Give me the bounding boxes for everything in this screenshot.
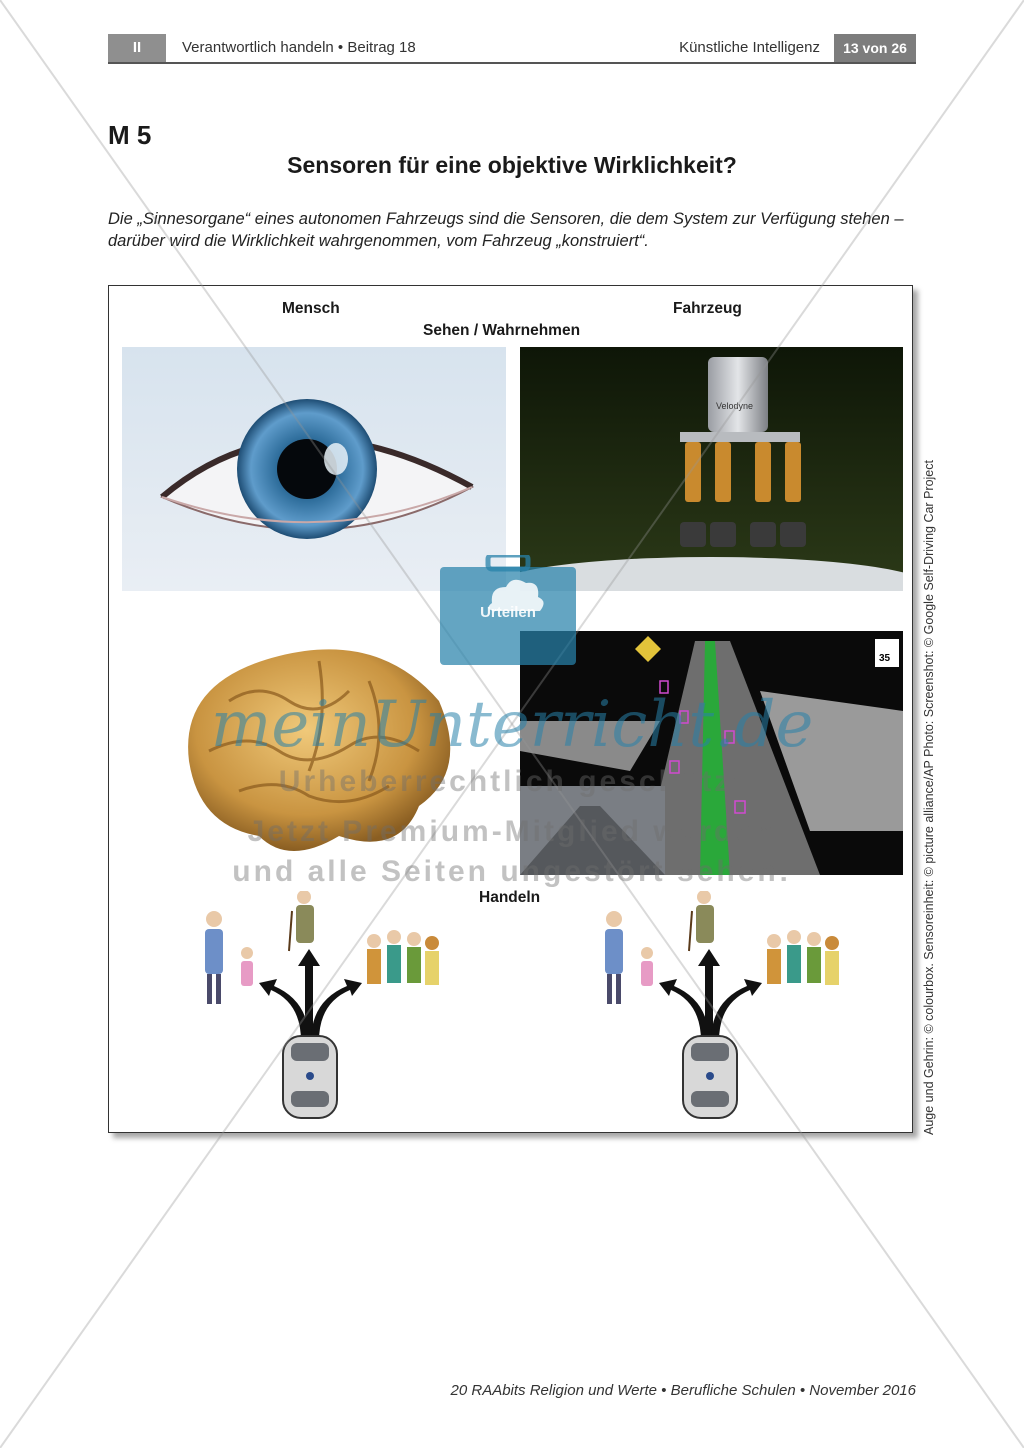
velodyne-label: Velodyne [716, 401, 753, 411]
column-label-fahrzeug: Fahrzeug [673, 300, 742, 317]
material-number: M 5 [108, 120, 152, 150]
watermark-line-2: Jetzt Premium-Mitglied werden [247, 815, 777, 848]
car-topview [282, 1035, 338, 1119]
row-label-sehen: Sehen / Wahrnehmen [423, 322, 581, 339]
lidar-sensor-image: Velodyne [520, 347, 903, 591]
self-driving-screenshot: 35 [520, 631, 903, 875]
watermark-line-1: Urheberrechtlich geschützt [278, 765, 746, 798]
watermark-script: meinUnterricht.de [210, 688, 814, 762]
human-decision-illustration [205, 891, 439, 1119]
group-figures [367, 930, 439, 985]
figure-box: Mensch Fahrzeug Sehen / Wahrnehmen [108, 285, 913, 1133]
intro-text: Die „Sinnesorgane“ eines autonomen Fahrz… [108, 210, 904, 250]
speed-limit-sign: 35 [879, 653, 891, 664]
vehicle-decision-illustration [605, 891, 839, 1119]
watermark-badge-label: Urteilen [480, 604, 536, 621]
header-right-text: Künstliche Intelligenz [679, 39, 820, 56]
column-label-mensch: Mensch [282, 300, 340, 317]
page-footer: 20 RAAbits Religion und Werte • Beruflic… [450, 1382, 916, 1399]
watermark-line-3: und alle Seiten ungestört sehen! [232, 855, 792, 888]
page-number-badge: 13 von 26 [834, 34, 916, 62]
mother-child-figure [205, 911, 253, 1004]
page-header: II Verantwortlich handeln • Beitrag 18 K… [108, 34, 916, 64]
header-left-text: Verantwortlich handeln • Beitrag 18 [182, 39, 416, 56]
row-label-handeln: Handeln [479, 889, 541, 906]
elderly-figure [288, 891, 314, 952]
eye-image [122, 347, 506, 591]
brain-image [188, 649, 451, 851]
page-title: Sensoren für eine objektive Wirklichkeit… [287, 152, 737, 178]
section-badge: II [108, 34, 166, 62]
briefcase-icon [440, 555, 576, 665]
